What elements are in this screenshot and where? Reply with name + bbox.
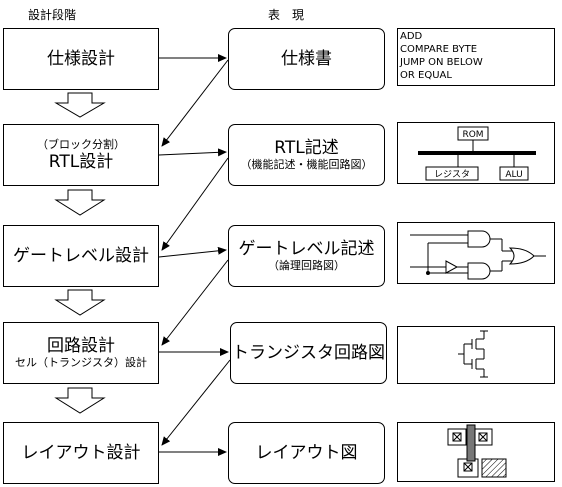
via-right-cross-b [478, 432, 488, 442]
layout-drawing [447, 424, 507, 478]
layout-example-panel [397, 422, 555, 482]
stage-gate-level-design-label: ゲートレベル設計 [13, 246, 149, 266]
down-arrow-4 [54, 387, 106, 414]
rep-spec-document: 仕様書 [228, 28, 385, 90]
spec-line: COMPARE BYTE [400, 44, 478, 55]
stage-rtl-design-label: RTL設計 [48, 152, 114, 172]
or-gate-symbol [508, 247, 535, 265]
stage-rtl-design: （ブロック分割） RTL設計 [3, 124, 159, 186]
stage-circuit-design-sub: セル（トランジスタ）設計 [15, 356, 147, 369]
and-gate-upper [467, 230, 491, 248]
rep-rtl-description-sub: （機能記述・機能回路図） [240, 158, 373, 171]
spec-line: OR EQUAL [400, 70, 452, 81]
spec-example-panel: ADD COMPARE BYTE JUMP ON BELOW OR EQUAL [397, 28, 555, 86]
logic-circuit-diagram [410, 230, 546, 280]
register-label: レジスタ [434, 169, 470, 180]
data-bus [418, 151, 536, 155]
rep-spec-document-label: 仕様書 [281, 49, 332, 69]
rom-label: ROM [462, 130, 483, 140]
arrow-rtl-rep-to-gate [161, 157, 229, 251]
stage-spec-design-label: 仕様設計 [47, 49, 115, 69]
polysilicon-gate [466, 424, 476, 462]
gate-example-panel [397, 222, 555, 284]
representation-header: 表 現 [268, 8, 305, 22]
spec-line: ADD [400, 31, 423, 42]
and-gate-lower [467, 262, 491, 280]
stage-layout-design: レイアウト設計 [3, 422, 159, 484]
alu-label: ALU [505, 170, 522, 180]
rep-transistor-schematic: トランジスタ回路図 [230, 322, 387, 384]
via-left-cross-b [452, 432, 462, 442]
spec-line: JUMP ON BELOW [400, 57, 483, 68]
arrow-circuit-rep-to-layout [161, 359, 231, 446]
down-arrow-3 [54, 289, 106, 316]
diffusion-right [481, 458, 507, 478]
via-bottom-cross-b [463, 462, 473, 472]
transistor-example-panel [397, 326, 555, 384]
alu-block [499, 166, 529, 181]
rtl-block-diagram: ROM レジスタ ALU [418, 126, 536, 181]
arrow-spec-rep-to-rtl [161, 59, 229, 147]
stages-header: 設計段階 [28, 8, 77, 22]
stage-circuit-design: 回路設計 セル（トランジスタ）設計 [3, 322, 159, 384]
down-arrow-2 [54, 189, 106, 216]
down-arrow-1 [54, 92, 106, 118]
arrow-rtl-to-rep [158, 148, 227, 157]
transistor-schematic [458, 330, 488, 378]
rep-transistor-schematic-label: トランジスタ回路図 [232, 343, 385, 363]
stage-layout-design-label: レイアウト設計 [21, 443, 141, 463]
rep-layout-drawing: レイアウト図 [228, 422, 385, 484]
junction-dot [426, 271, 430, 275]
stage-circuit-design-label: 回路設計 [47, 336, 115, 356]
rep-gate-level-description-sub: （論理回路図） [268, 259, 345, 272]
rep-gate-level-description-label: ゲートレベル記述 [238, 239, 375, 259]
arrow-gate-to-rep [158, 246, 227, 258]
rep-layout-drawing-label: レイアウト図 [255, 443, 358, 463]
stage-spec-design: 仕様設計 [3, 28, 159, 90]
rep-rtl-description-label: RTL記述 [274, 138, 339, 158]
rep-gate-level-description: ゲートレベル記述 （論理回路図） [228, 225, 385, 287]
stage-gate-level-design: ゲートレベル設計 [3, 225, 159, 287]
buffer-gate-symbol [445, 260, 459, 274]
rep-rtl-description: RTL記述 （機能記述・機能回路図） [228, 124, 385, 186]
arrow-gate-rep-to-circuit [161, 259, 229, 346]
register-block [425, 166, 479, 181]
rtl-example-panel: ROM レジスタ ALU [397, 122, 555, 184]
stage-rtl-design-sub: （ブロック分割） [37, 138, 125, 151]
spec-example-text: ADD COMPARE BYTE JUMP ON BELOW OR EQUAL [400, 30, 483, 82]
